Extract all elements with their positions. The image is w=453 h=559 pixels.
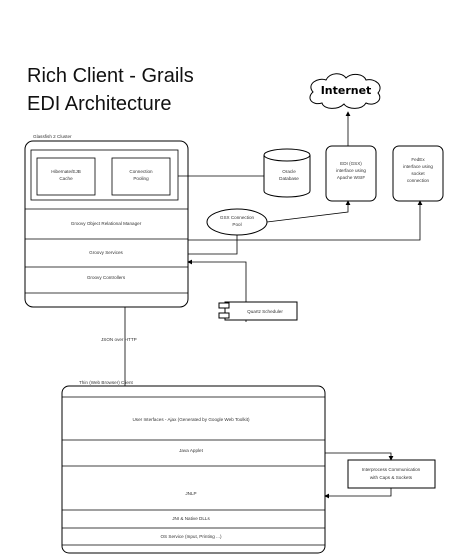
internet-cloud: Internet [309,73,381,109]
oracle-label-1: Oracle [282,169,296,174]
gsx-label-1: EDI (GSX) [340,161,362,166]
pooling-label-2: Pooling [133,176,149,181]
ipc-label-1: Interprocess Communication [362,467,421,472]
gsx-label-3: Apache WSIF [337,175,366,180]
oracle-database: Oracle Database [263,148,311,198]
services-to-pool [188,235,238,255]
internet-label: Internet [321,84,372,97]
services-to-fedex [188,200,423,241]
pooling-label-1: Connection [129,169,153,174]
fedex-label-4: connection [407,178,430,183]
fedex-label-3: socket [411,171,425,176]
quartz-scheduler: Quartz Scheduler [218,301,298,321]
cache-box [36,157,96,196]
cache-label-1: Hibernate/EJB [51,169,81,174]
applet-to-ipc [325,452,394,461]
controllers-layer: Groovy Controllers [87,275,126,280]
quartz-label: Quartz Scheduler [247,309,283,314]
ui-layer: User Interfaces - Ajax (Generated by Goo… [132,417,249,422]
cache-label-2: Cache [59,176,73,181]
thin-client: Thin (Web Browser) Client User Interface… [61,380,326,554]
fedex-label-2: interface using [403,164,433,169]
gsx-interface: EDI (GSX) interface using Apache WSIF [325,145,377,202]
title-line-2: EDI Architecture [27,93,172,115]
client-frame [61,385,326,554]
services-layer: Groovy Services [89,250,123,255]
ipc-box: Interprocess Communication with Caps & S… [347,459,436,489]
orm-layer: Groovy Object Relational Manager [71,221,142,226]
title-line-1: Rich Client - Grails [27,65,194,87]
ipc-label-2: with Caps & Sockets [370,475,413,480]
json-label: JSON over HTTP [101,337,137,342]
pool-to-gsx [266,200,351,223]
gsx-label-2: interface using [336,168,366,173]
jni-layer: JNI & Native DLLs [172,516,210,521]
cluster-label: Glassfish 2 Cluster [33,134,72,139]
oracle-label-2: Database [279,176,299,181]
jnlp-layer: JNLP [185,491,196,496]
os-layer: OS Service (Input, Printing ...) [160,534,221,539]
gsx-connection-pool: GSX Connection Pool [206,208,268,236]
applet-layer: Java Applet [179,448,203,453]
glassfish-cluster: Glassfish 2 Cluster Hibernate/EJB Cache … [24,134,189,308]
pool-label-2: Pool [232,222,241,227]
pooling-box [111,157,171,196]
fedex-label-1: FedEx [411,157,425,162]
client-label: Thin (Web Browser) Client [79,380,134,385]
fedex-interface: FedEx interface using socket connection [392,145,444,202]
ipc-to-jnlp [324,488,392,499]
pool-label-1: GSX Connection [220,215,255,220]
